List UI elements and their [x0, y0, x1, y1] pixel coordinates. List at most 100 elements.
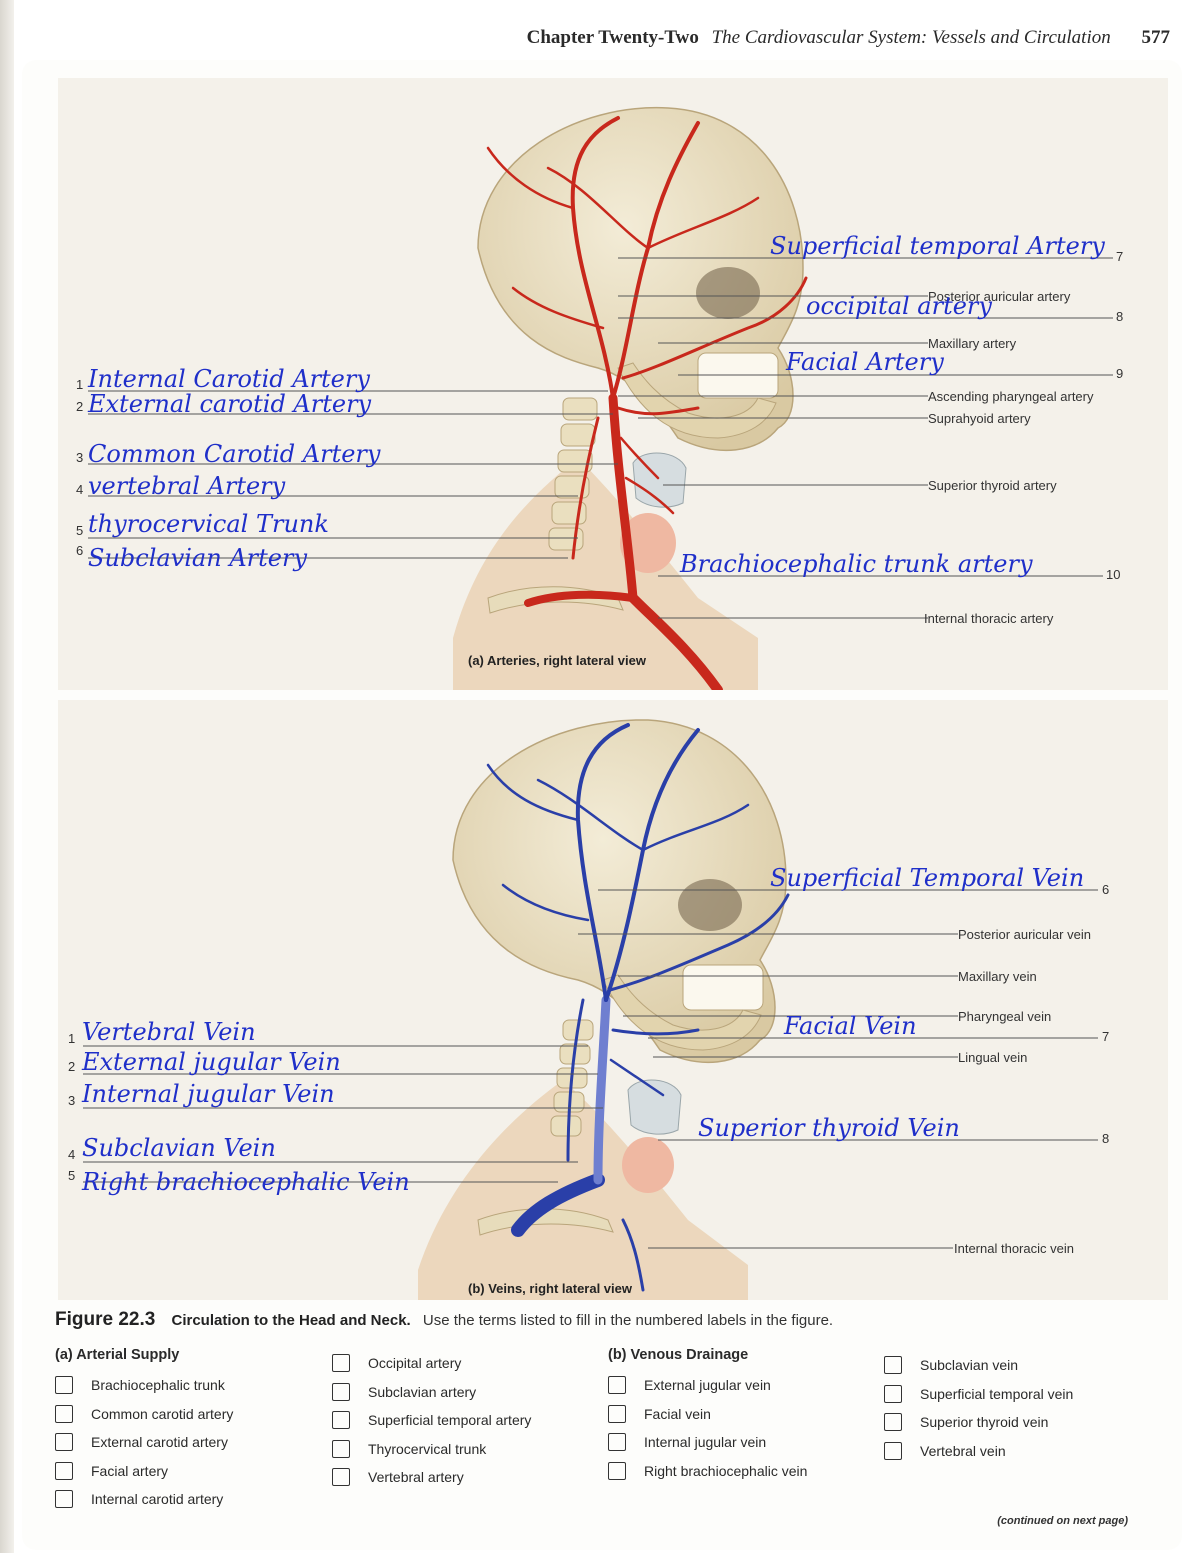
checkbox[interactable]: [332, 1468, 350, 1487]
label-b7-handwritten: Facial Vein: [783, 1012, 917, 1040]
label-a3-handwritten: Common Carotid Artery: [88, 440, 381, 468]
venous-drainage-heading: (b) Venous Drainage: [608, 1347, 749, 1363]
figure-title: Circulation to the Head and Neck.: [171, 1312, 411, 1329]
venous-terms-col2: Subclavian vein Superficial temporal vei…: [884, 1351, 1073, 1465]
label-a10-handwritten: Brachiocephalic trunk artery: [679, 550, 1033, 578]
label-a5-number: 5: [76, 523, 83, 538]
term-label: Facial vein: [644, 1405, 711, 1422]
figure-arteries-panel: 1 Internal Carotid Artery 2 External car…: [58, 78, 1168, 690]
figure-instruction: Use the terms listed to fill in the numb…: [422, 1312, 834, 1329]
checkbox[interactable]: [55, 1376, 73, 1395]
ascending-pharyngeal-artery-label: Ascending pharyngeal artery: [928, 389, 1094, 404]
label-a7-number: 7: [1116, 249, 1123, 264]
label-b2-handwritten: External jugular Vein: [81, 1048, 341, 1076]
leader-lines-b: [83, 889, 1098, 1249]
chapter-label: Chapter Twenty-Two: [526, 27, 699, 48]
venous-tree: [486, 723, 790, 1292]
label-a9-handwritten: Facial Artery: [785, 348, 944, 376]
term-label: External jugular vein: [644, 1377, 771, 1394]
checkbox[interactable]: [55, 1433, 73, 1452]
internal-thoracic-vein-label: Internal thoracic vein: [954, 1241, 1074, 1256]
term-item: Common carotid artery: [55, 1400, 233, 1429]
term-label: Thyrocervical trunk: [368, 1440, 487, 1457]
term-label: Vertebral vein: [920, 1442, 1006, 1459]
checkbox[interactable]: [332, 1354, 350, 1373]
pharyngeal-vein-label: Pharyngeal vein: [958, 1009, 1051, 1024]
label-a8-number: 8: [1116, 309, 1123, 324]
label-b3-number: 3: [68, 1093, 75, 1108]
term-item: Occipital artery: [332, 1349, 531, 1378]
checkbox[interactable]: [55, 1404, 73, 1423]
posterior-auricular-vein-label: Posterior auricular vein: [958, 927, 1091, 942]
term-label: Superior thyroid vein: [920, 1414, 1049, 1431]
checkbox[interactable]: [608, 1433, 626, 1452]
superior-thyroid-artery-label: Superior thyroid artery: [928, 478, 1057, 493]
mandible: [617, 362, 777, 439]
figure-b-caption: (b) Veins, right lateral view: [468, 1281, 633, 1296]
checkbox[interactable]: [332, 1382, 350, 1401]
term-item: Superior thyroid vein: [884, 1408, 1073, 1437]
term-item: Internal carotid artery: [55, 1485, 233, 1514]
label-a3-number: 3: [76, 450, 83, 465]
figure-veins-panel: 1 Vertebral Vein 2 External jugular Vein…: [58, 700, 1168, 1300]
clavicle-b: [477, 1208, 614, 1236]
page-binding-edge: [0, 0, 14, 1553]
label-a7-handwritten: Superficial temporal Artery: [770, 232, 1105, 260]
term-label: Internal carotid artery: [91, 1491, 224, 1508]
label-b8-number: 8: [1102, 1131, 1109, 1146]
label-a10-number: 10: [1106, 567, 1120, 582]
checkbox[interactable]: [332, 1439, 350, 1458]
term-label: Facial artery: [91, 1462, 169, 1479]
checkbox[interactable]: [608, 1404, 626, 1423]
checkbox[interactable]: [55, 1490, 73, 1509]
continued-note: (continued on next page): [997, 1515, 1128, 1527]
term-label: Common carotid artery: [91, 1405, 234, 1422]
checkbox[interactable]: [55, 1461, 73, 1480]
checkbox[interactable]: [332, 1411, 350, 1430]
label-a6-number: 6: [76, 543, 83, 558]
maxillary-vein-label: Maxillary vein: [958, 969, 1037, 984]
neck-shoulder-tissue: [453, 458, 758, 690]
checkbox[interactable]: [884, 1441, 902, 1460]
label-b1-handwritten: Vertebral Vein: [82, 1018, 256, 1046]
label-a6-handwritten: Subclavian Artery: [88, 544, 307, 572]
term-item: Subclavian vein: [884, 1351, 1073, 1380]
mandible-b: [602, 974, 762, 1051]
term-label: Superficial temporal artery: [368, 1412, 532, 1429]
arteries-illustration: 1 Internal Carotid Artery 2 External car…: [76, 106, 1123, 690]
term-item: Brachiocephalic trunk: [55, 1371, 233, 1400]
term-label: External carotid artery: [91, 1434, 228, 1451]
term-item: Facial vein: [608, 1400, 807, 1429]
term-item: Vertebral vein: [884, 1437, 1073, 1466]
leader-lines: [88, 257, 1113, 619]
term-label: Internal jugular vein: [644, 1434, 767, 1451]
checkbox[interactable]: [884, 1384, 902, 1403]
label-a4-handwritten: vertebral Artery: [88, 472, 286, 500]
arterial-tree: [486, 116, 808, 690]
term-item: Right brachiocephalic vein: [608, 1457, 807, 1486]
page-number: 577: [1141, 27, 1171, 48]
term-item: Vertebral artery: [332, 1463, 531, 1492]
running-head: Chapter Twenty-Two The Cardiovascular Sy…: [527, 27, 1170, 49]
checkbox[interactable]: [884, 1413, 902, 1432]
label-a9-number: 9: [1116, 366, 1123, 381]
term-item: Thyrocervical trunk: [332, 1435, 531, 1464]
checkbox[interactable]: [884, 1356, 902, 1375]
label-b3-handwritten: Internal jugular Vein: [81, 1080, 335, 1108]
label-b6-handwritten: Superficial Temporal Vein: [770, 864, 1084, 892]
thyroid-gland: [620, 513, 676, 573]
label-a4-number: 4: [76, 482, 83, 497]
term-label: Superficial temporal vein: [920, 1385, 1074, 1402]
checkbox[interactable]: [608, 1376, 626, 1395]
label-a1-number: 1: [76, 377, 83, 392]
term-label: Right brachiocephalic vein: [644, 1462, 808, 1479]
label-b2-number: 2: [68, 1059, 75, 1074]
term-item: Superficial temporal artery: [332, 1406, 531, 1435]
label-b4-number: 4: [68, 1147, 75, 1162]
label-b5-handwritten: Right brachiocephalic Vein: [81, 1168, 410, 1196]
term-item: External carotid artery: [55, 1428, 233, 1457]
label-b7-number: 7: [1102, 1029, 1109, 1044]
label-a5-handwritten: thyrocervical Trunk: [88, 510, 329, 538]
teeth-b: [682, 964, 764, 1011]
checkbox[interactable]: [608, 1461, 626, 1480]
